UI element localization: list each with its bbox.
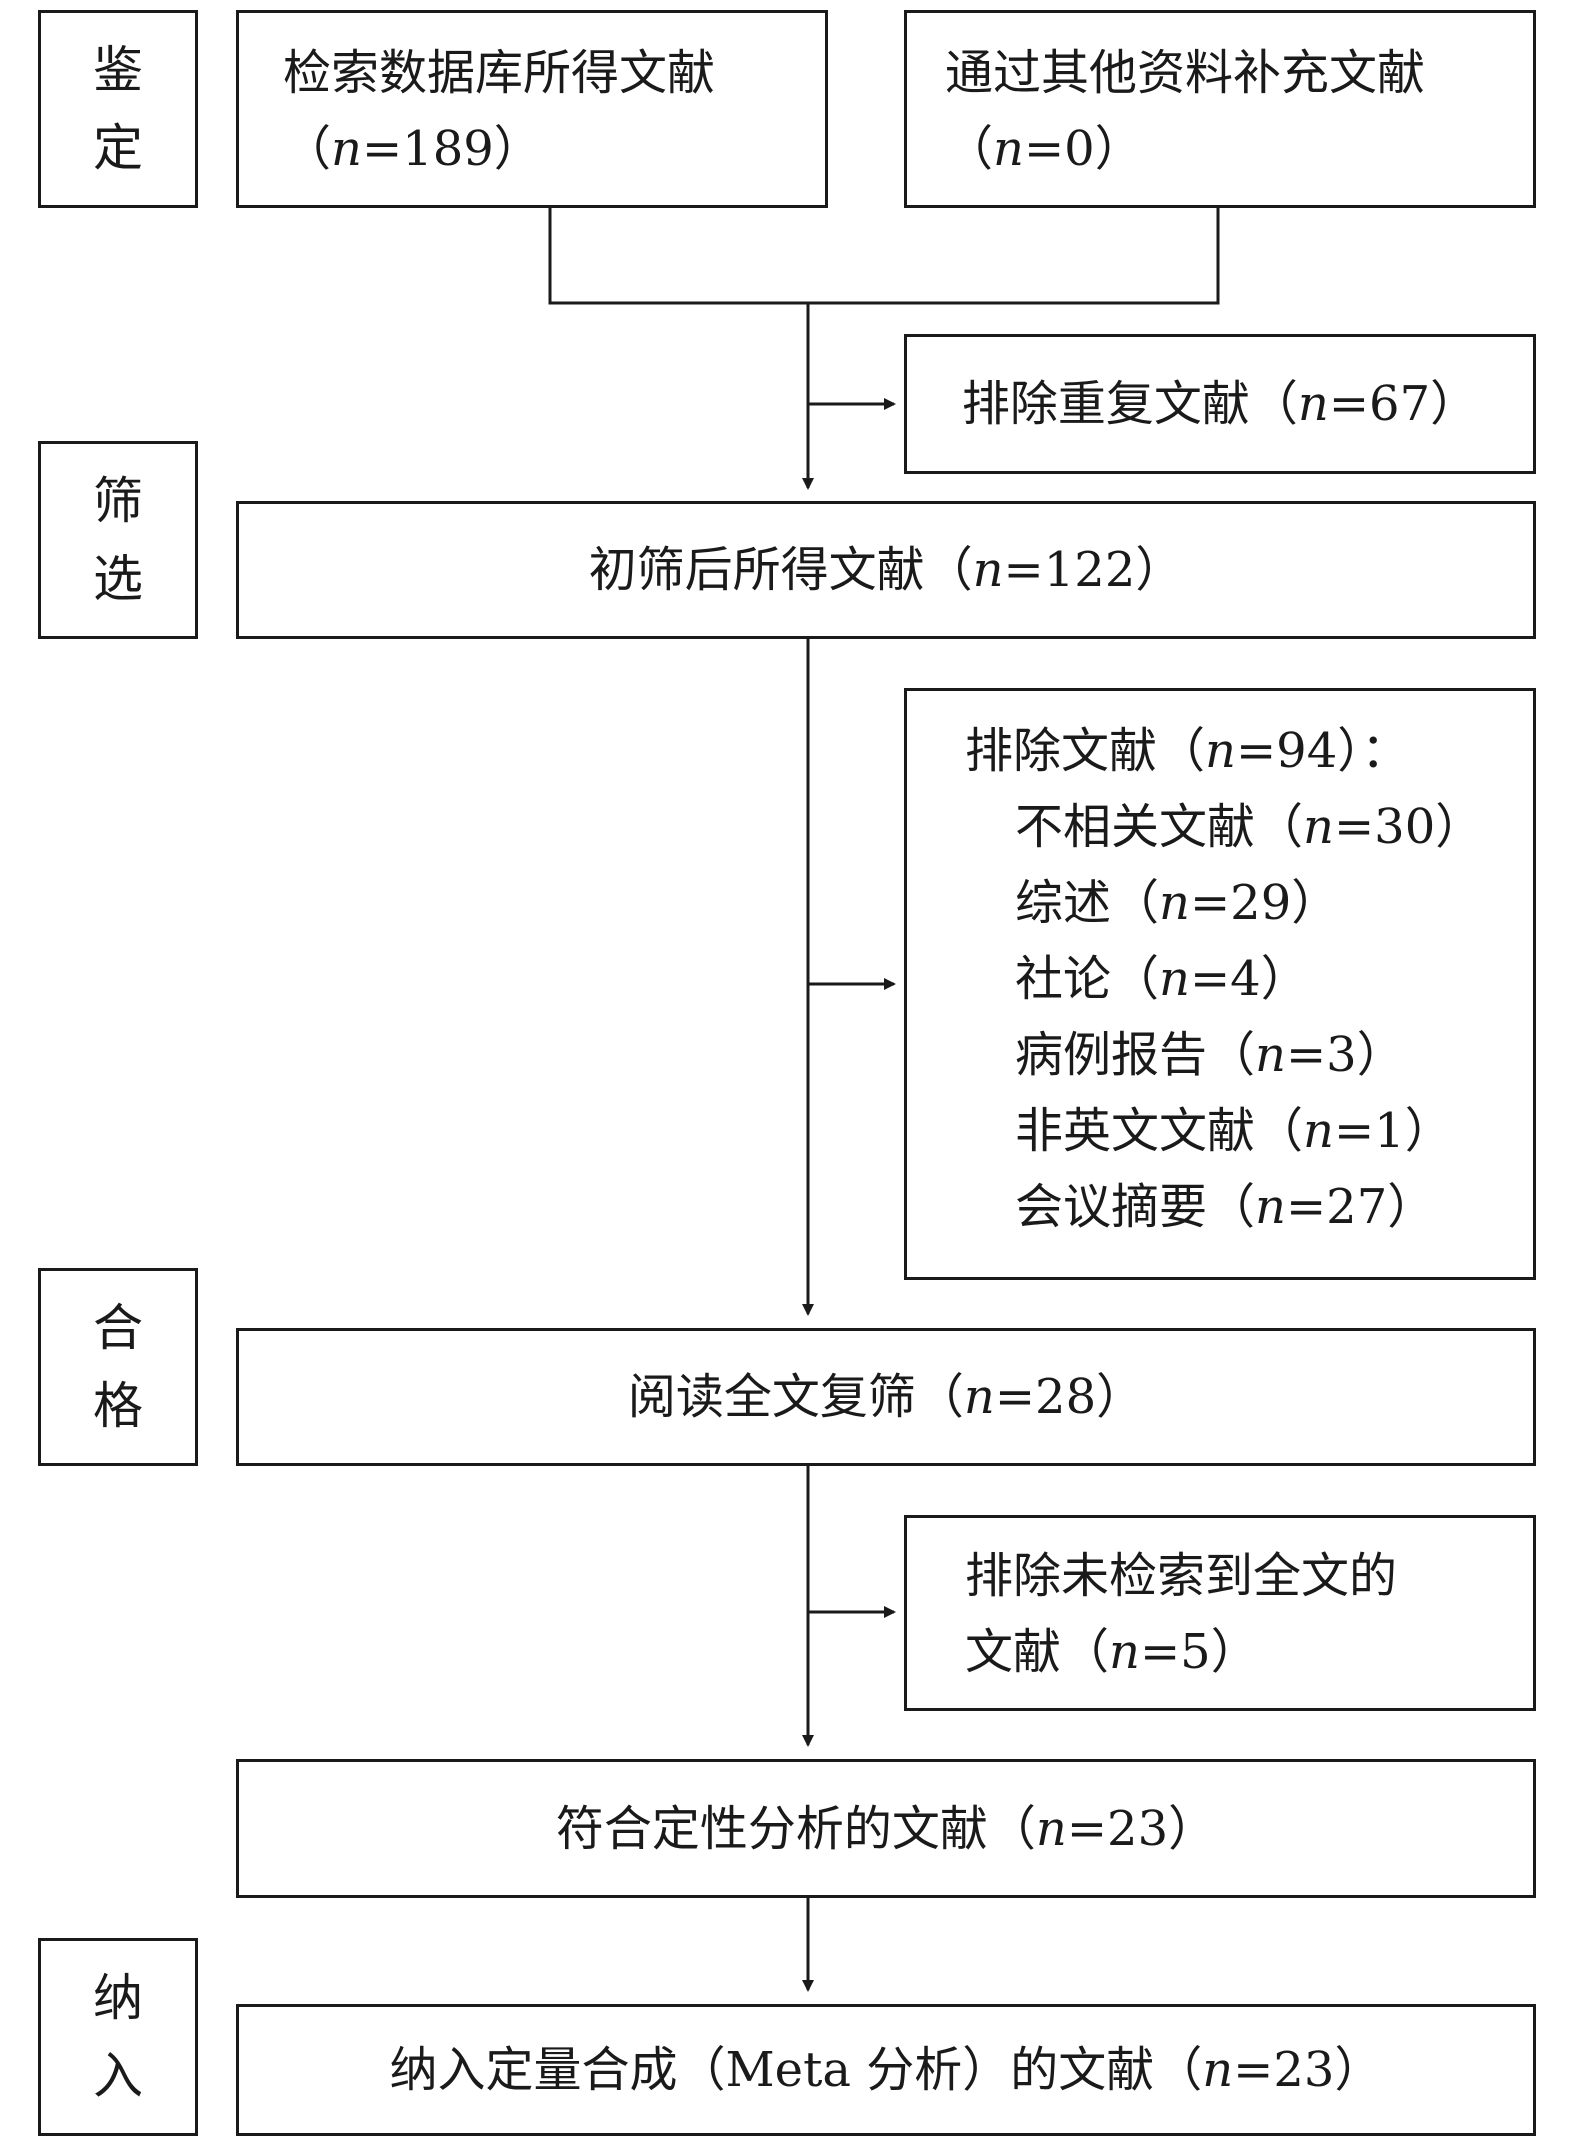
quantitative-synthesis-box: 纳入定量合成（Meta 分析）的文献（n=23） (236, 2004, 1536, 2136)
duplicates-removed-box: 排除重复文献（n=67） (904, 334, 1536, 474)
excluded-records-box: 排除文献（n=94）： 不相关文献（n=30） 综述（n=29） 社论（n=4）… (904, 688, 1536, 1280)
stage-included: 纳 入 (38, 1938, 198, 2136)
other-sources-box: 通过其他资料补充文献 （n=0） (904, 10, 1536, 208)
stage-screening-char-2: 选 (93, 550, 143, 608)
fulltext-review-text: 阅读全文复筛（n=28） (627, 1369, 1145, 1425)
stage-included-char-2: 入 (93, 2047, 143, 2105)
excluded-records-header: 排除文献（n=94）： (965, 723, 1410, 779)
excluded-reason-case-report: 病例报告（n=3） (1015, 1027, 1405, 1083)
after-screening-box: 初筛后所得文献（n=122） (236, 501, 1536, 639)
excluded-reason-editorial: 社论（n=4） (1015, 951, 1309, 1007)
fulltext-unavailable-box: 排除未检索到全文的 文献（n=5） (904, 1515, 1536, 1711)
quantitative-synthesis-text: 纳入定量合成（Meta 分析）的文献（n=23） (389, 2042, 1383, 2098)
database-records-title: 检索数据库所得文献 (283, 45, 716, 101)
excluded-reason-conference-abstract: 会议摘要（n=27） (1015, 1179, 1436, 1235)
merge-connector (548, 208, 1220, 305)
stage-identification-char-2: 定 (93, 119, 143, 177)
fulltext-review-box: 阅读全文复筛（n=28） (236, 1328, 1536, 1466)
other-sources-title: 通过其他资料补充文献 (945, 45, 1426, 101)
qualitative-synthesis-box: 符合定性分析的文献（n=23） (236, 1759, 1536, 1898)
excluded-reason-review: 综述（n=29） (1015, 875, 1340, 931)
qualitative-synthesis-text: 符合定性分析的文献（n=23） (555, 1800, 1217, 1857)
fulltext-unavailable-title: 排除未检索到全文的 (965, 1548, 1398, 1604)
stage-screening: 筛 选 (38, 441, 198, 639)
database-records-count: （n=189） (283, 121, 542, 177)
stage-eligibility-char-2: 格 (93, 1377, 143, 1435)
stage-identification: 鉴 定 (38, 10, 198, 208)
excluded-reason-non-english: 非英文文献（n=1） (1015, 1103, 1453, 1159)
other-sources-count: （n=0） (945, 121, 1143, 177)
stage-eligibility: 合 格 (38, 1268, 198, 1466)
stage-screening-char-1: 筛 (93, 472, 143, 530)
after-screening-text: 初筛后所得文献（n=122） (588, 542, 1184, 598)
database-records-box: 检索数据库所得文献 （n=189） (236, 10, 828, 208)
stage-eligibility-char-1: 合 (93, 1299, 143, 1357)
stage-included-char-1: 纳 (93, 1969, 143, 2027)
duplicates-removed-text: 排除重复文献（n=67） (961, 376, 1479, 432)
fulltext-unavailable-count: 文献（n=5） (965, 1624, 1259, 1680)
excluded-reason-irrelevant: 不相关文献（n=30） (1015, 799, 1484, 855)
stage-identification-char-1: 鉴 (93, 41, 143, 99)
